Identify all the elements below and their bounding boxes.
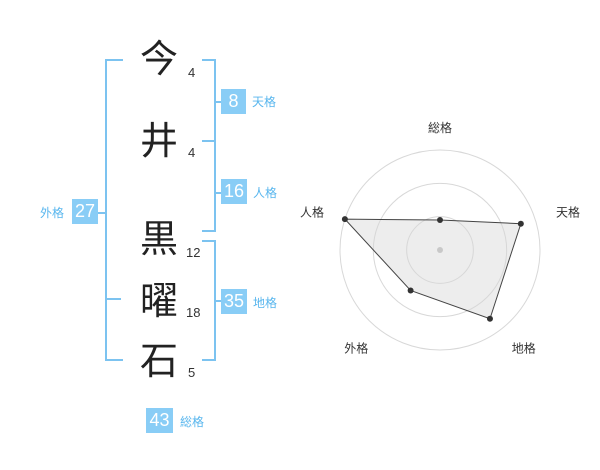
- tenkaku-label: 天格: [252, 95, 277, 109]
- stroke-count-3: 12: [186, 245, 201, 260]
- tenkaku-connector: [214, 101, 221, 103]
- tenkaku-bracket: [202, 59, 216, 142]
- radar-data-polygon: [343, 218, 522, 320]
- chikaku-connector: [214, 300, 221, 302]
- jinkaku-connector: [214, 192, 221, 194]
- name-char-2: 井: [139, 119, 178, 163]
- radar-axis-label-5: 人格: [300, 204, 324, 219]
- gaikaku-label: 外格: [40, 206, 65, 220]
- soukaku-label: 総格: [180, 415, 205, 429]
- radar-axis-label-4: 外格: [344, 341, 368, 356]
- radar-ring-1: [406, 216, 474, 284]
- jinkaku-label: 人格: [253, 186, 278, 200]
- name-char-4: 曜: [139, 279, 178, 323]
- soukaku-badge: 43: [146, 408, 173, 433]
- stroke-count-4: 18: [186, 305, 201, 320]
- chikaku-badge: 35: [221, 289, 247, 314]
- radar-axis-label-3: 地格: [512, 341, 536, 356]
- gaikaku-bracket: [105, 59, 123, 361]
- radar-axis-label-1: 総格: [428, 120, 452, 135]
- name-char-1: 今: [139, 37, 178, 81]
- radar-point-5: [341, 216, 348, 223]
- stroke-count-5: 5: [188, 365, 196, 380]
- radar-point-4: [407, 287, 414, 294]
- name-char-3: 黒: [139, 217, 178, 261]
- radar-point-3: [486, 315, 493, 322]
- tenkaku-badge: 8: [221, 89, 246, 114]
- stroke-count-2: 4: [188, 145, 196, 160]
- name-char-5: 石: [139, 339, 178, 383]
- radar-axis-label-2: 天格: [556, 204, 580, 219]
- gaikaku-connector: [97, 212, 105, 214]
- stroke-count-1: 4: [188, 65, 196, 80]
- gaikaku-badge: 27: [72, 199, 98, 224]
- radar-point-2: [517, 220, 524, 227]
- chikaku-label: 地格: [253, 296, 278, 310]
- radar-center-dot: [437, 247, 443, 253]
- jinkaku-bracket: [202, 138, 216, 232]
- jinkaku-badge: 16: [221, 179, 247, 204]
- radar-point-1: [437, 217, 443, 223]
- radar-ring-3: [339, 149, 541, 351]
- gaikaku-bracket-inner-tick: [105, 298, 121, 300]
